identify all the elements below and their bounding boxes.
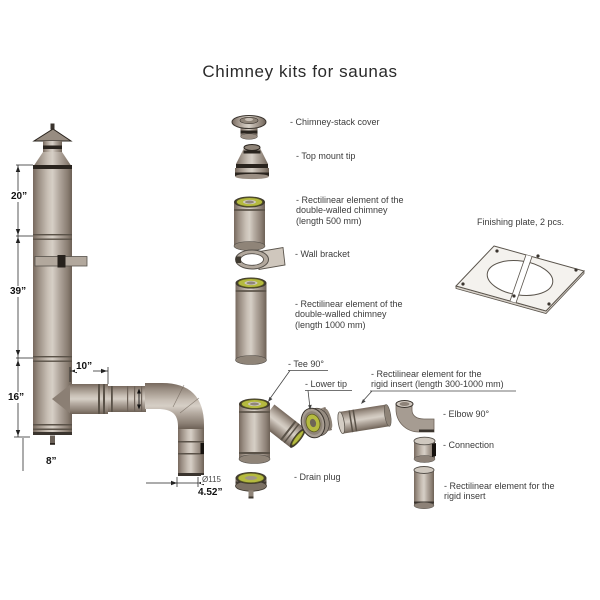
dim-label-20in: 20” xyxy=(10,191,29,202)
part-tee-90 xyxy=(238,398,306,464)
label-chimney-stack-cover: - Chimney-stack cover xyxy=(290,117,380,127)
horizontal-pipe xyxy=(108,386,146,412)
leader-rect-rigid-long xyxy=(361,390,516,404)
part-finishing-plate xyxy=(455,245,585,314)
label-wall-bracket: - Wall bracket xyxy=(295,249,350,259)
label-connection: - Connection xyxy=(443,440,495,450)
wall-bracket-mounted xyxy=(34,255,88,268)
part-rect-element-500 xyxy=(233,196,266,251)
label-rect-element-1000: - Rectilinear element of the double-wall… xyxy=(295,299,403,330)
label-rect-rigid: - Rectilinear element for the rigid inse… xyxy=(444,481,555,502)
label-elbow-90: - Elbow 90° xyxy=(443,409,490,419)
part-chimney-stack-cover xyxy=(231,115,267,140)
dim-label-8in: 8” xyxy=(45,456,58,467)
label-rect-rigid-long: - Rectilinear element for the rigid inse… xyxy=(371,369,504,390)
page-title: Chimney kits for saunas xyxy=(202,62,398,81)
dim-label-16in: 16” xyxy=(7,392,26,403)
part-wall-bracket xyxy=(235,246,286,271)
dim-label-diameter-mm: Ø115 xyxy=(201,475,222,484)
tee-branch xyxy=(52,384,108,414)
vertical-pipe xyxy=(178,429,204,476)
part-elbow-90 xyxy=(395,400,435,433)
label-tee-90: - Tee 90° xyxy=(288,359,324,369)
part-rect-rigid xyxy=(413,466,435,509)
assembled-chimney xyxy=(32,123,204,476)
leader-tee-90 xyxy=(268,370,328,402)
leader-lower-tip xyxy=(305,390,352,410)
label-drain-plug: - Drain plug xyxy=(294,472,341,482)
elbow-mounted xyxy=(145,383,204,429)
label-rect-element-500: - Rectilinear element of the double-wall… xyxy=(296,195,404,226)
dim-label-39in: 39” xyxy=(9,286,28,297)
part-connection xyxy=(413,436,436,463)
label-top-mount-tip: - Top mount tip xyxy=(296,151,356,161)
dim-label-10in: 10” xyxy=(75,361,94,372)
label-finishing-plate: Finishing plate, 2 pcs. xyxy=(477,217,565,227)
part-lower-tip xyxy=(300,406,333,439)
part-rect-rigid-long xyxy=(337,404,392,435)
chimney-cap xyxy=(32,123,73,170)
drain-stub xyxy=(50,435,55,445)
dim-label-diameter-in: 4.52” xyxy=(197,487,224,498)
part-top-mount-tip xyxy=(235,144,269,180)
part-rect-element-1000 xyxy=(235,277,267,365)
label-lower-tip: - Lower tip xyxy=(305,379,348,389)
part-drain-plug xyxy=(235,472,267,499)
